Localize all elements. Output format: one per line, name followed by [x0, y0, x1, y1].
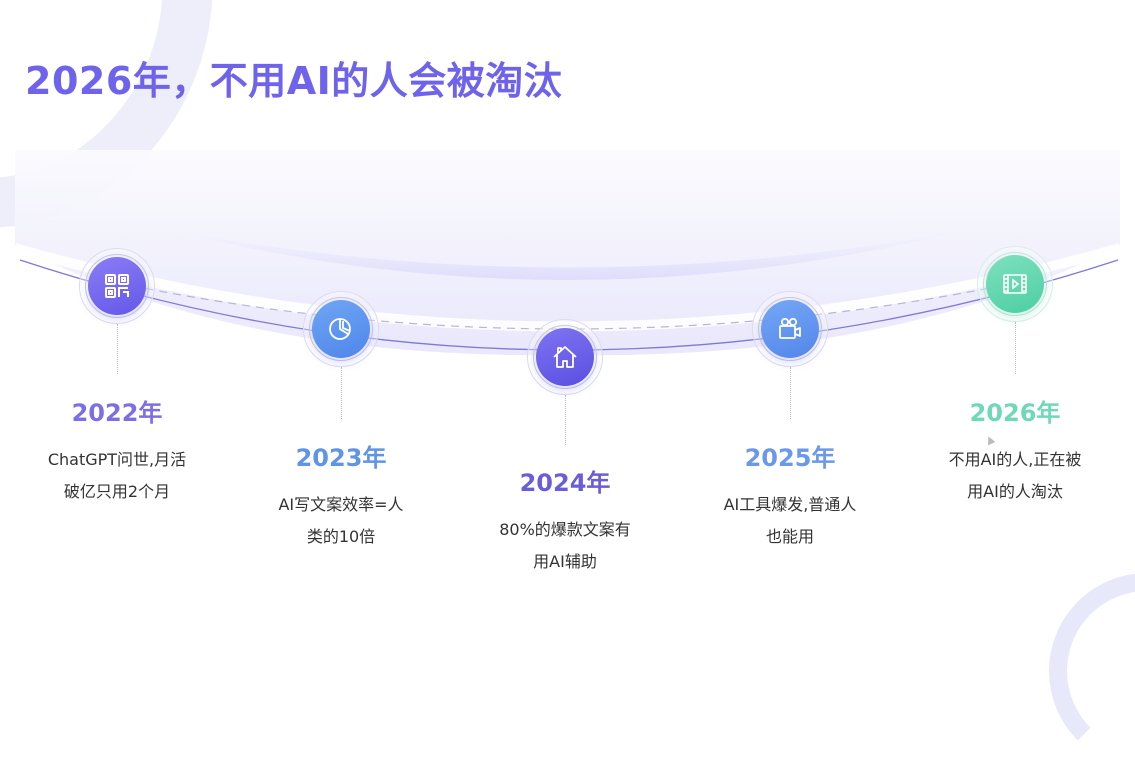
- timeline-node-2022[interactable]: [79, 248, 155, 324]
- timeline-description: AI写文案效率=人 类的10倍: [278, 495, 404, 546]
- pie-chart-icon: [329, 318, 351, 340]
- timeline-node-2025[interactable]: [752, 291, 828, 367]
- decorative-arc-bottom-right: [1049, 573, 1135, 769]
- timeline-node-2024[interactable]: [527, 319, 603, 395]
- year-label: 2024年: [519, 469, 611, 497]
- slide-title: 2026年，不用AI的人会被淘汰: [25, 59, 563, 103]
- year-label: 2025年: [744, 444, 836, 472]
- year-label: 2026年: [969, 399, 1061, 427]
- year-label: 2022年: [71, 399, 163, 427]
- timeline-description: 80%的爆款文案有 用AI辅助: [499, 520, 631, 571]
- connector-line: [1015, 322, 1016, 374]
- timeline-description: 不用AI的人,正在被 用AI的人淘汰: [948, 450, 1082, 501]
- home-icon: [553, 346, 577, 368]
- timeline-node-2023[interactable]: [303, 291, 379, 367]
- connector-line: [341, 367, 342, 419]
- qr-code-icon: [105, 274, 129, 298]
- year-label: 2023年: [295, 444, 387, 472]
- timeline-description: AI工具爆发,普通人 也能用: [723, 495, 857, 546]
- film-play-icon: [1003, 274, 1027, 294]
- connector-line: [565, 395, 566, 445]
- timeline-node-2026[interactable]: [977, 246, 1053, 322]
- connector-line: [117, 324, 118, 374]
- connector-line: [790, 367, 791, 419]
- video-camera-icon: [779, 317, 801, 339]
- timeline-description: ChatGPT问世,月活 破亿只用2个月: [47, 450, 187, 501]
